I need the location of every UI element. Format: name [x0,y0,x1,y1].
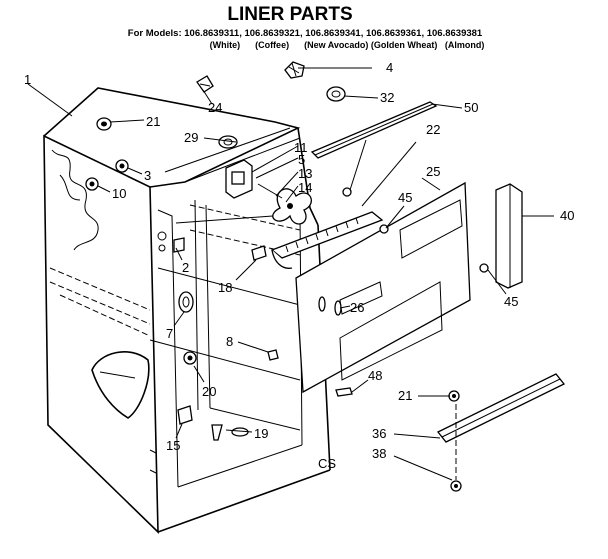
part-50-trim-strip [310,101,438,159]
callout-21-b: 21 [398,388,412,403]
part-18-retainer [251,245,267,261]
callout-11: 11 [294,140,308,155]
page-title: LINER PARTS [227,4,352,25]
leader-lines [27,67,554,481]
callout-45-b: 45 [504,294,518,309]
callout-36: 36 [372,426,386,441]
callout-13: 13 [298,166,312,181]
callout-19: 19 [254,426,268,441]
callout-15: 15 [166,438,180,453]
part-45-screw-b [479,263,489,273]
part-13-fan-blade [272,188,312,225]
part-7-thermostat [178,291,194,313]
callout-40: 40 [560,208,574,223]
part-38-screw [450,404,462,492]
part-3-socket [115,159,129,173]
callout-48: 48 [368,368,382,383]
colors-line: (White) (Coffee) (New Avocado) (Golden W… [210,40,485,50]
part-21-screw-a [96,117,112,131]
callout-5: 5 [298,152,305,167]
callout-labels: 1 4 24 32 50 21 22 29 11 5 3 13 14 10 25… [24,60,574,471]
part-48-screw [335,387,353,397]
part-20-bracket [183,351,197,365]
part-19-leg [211,424,249,441]
part-4-knob [284,61,305,79]
callout-21: 21 [146,114,160,129]
callout-18: 18 [218,280,232,295]
part-24-clip [196,75,214,93]
callout-2: 2 [182,260,189,275]
callout-14: 14 [298,180,312,195]
callout-24: 24 [208,100,222,115]
part-40-channel [495,183,523,289]
callout-7: 7 [166,326,173,341]
callout-45: 45 [398,190,412,205]
callout-26: 26 [350,300,364,315]
part-45-screw-a [379,224,389,234]
part-21-screw-c [448,390,460,402]
part-15-hinge [177,405,193,425]
part-14-fan-motor [257,183,283,199]
callout-50: 50 [464,100,478,115]
callout-38: 38 [372,446,386,461]
part-21-screw-b [342,187,352,197]
callout-8: 8 [226,334,233,349]
part-11-fan-housing [225,159,253,199]
part-2-clip [173,237,185,253]
part-25-evaporator-cover [295,181,471,394]
callout-1: 1 [24,72,31,87]
part-36-bottom-rail [436,373,566,443]
part-10-socket [85,177,99,191]
part-22-grille-bracket [270,211,384,269]
callout-4: 4 [386,60,393,75]
callout-20: 20 [202,384,216,399]
callout-29: 29 [184,130,198,145]
callout-25: 25 [426,164,440,179]
callout-3: 3 [144,168,151,183]
callout-32: 32 [380,90,394,105]
part-32-cap [326,86,346,102]
callout-22: 22 [426,122,440,137]
part-8-screw [267,349,279,361]
callout-10: 10 [112,186,126,201]
code-label: CS [318,456,336,471]
models-line: For Models: 106.8639311, 106.8639321, 10… [128,28,483,39]
